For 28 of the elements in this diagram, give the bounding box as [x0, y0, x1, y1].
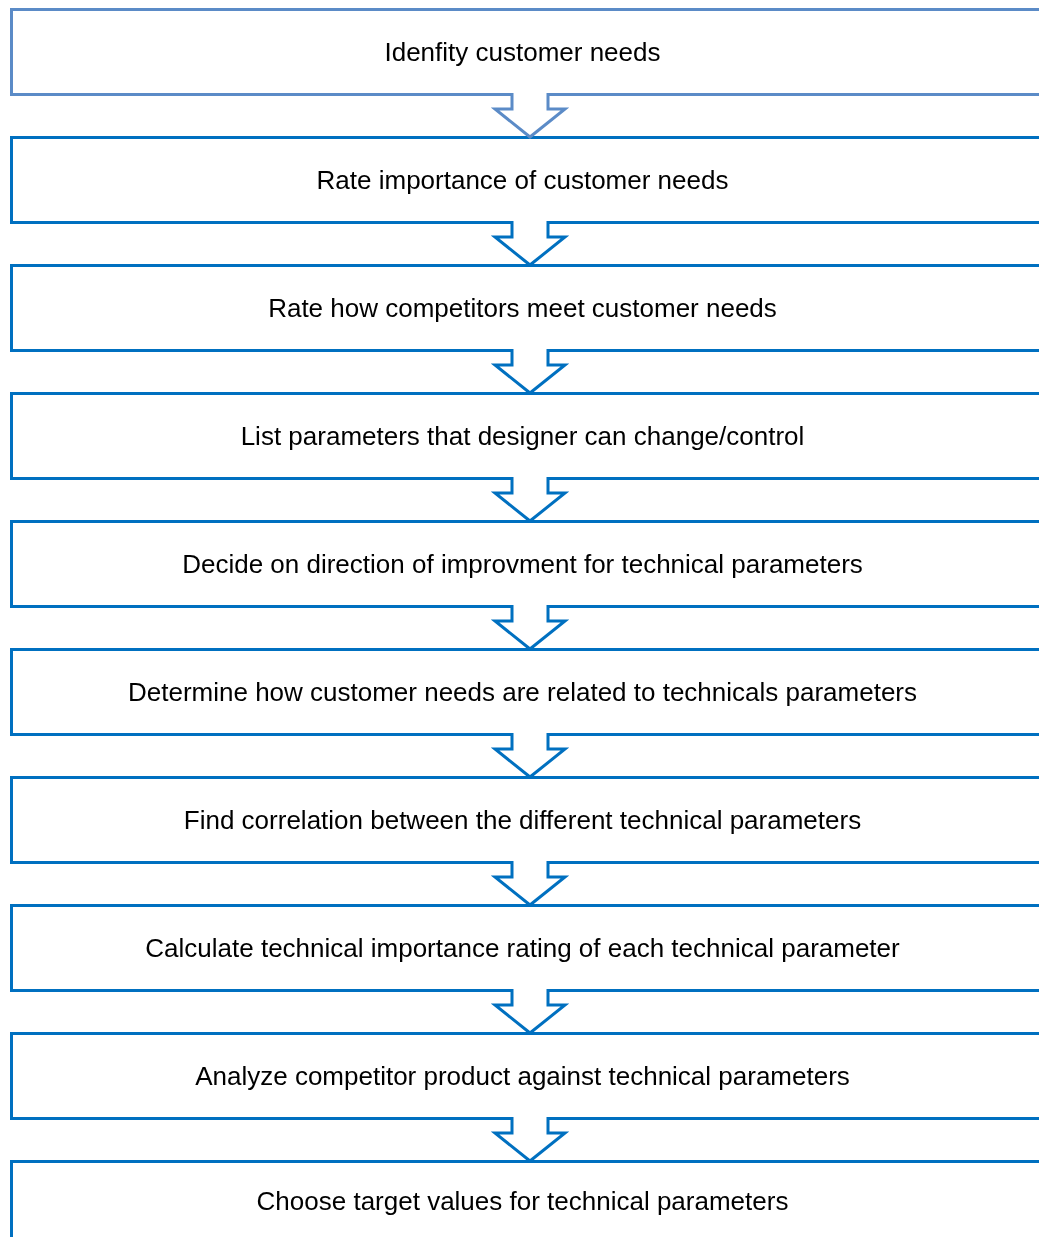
process-box [10, 264, 1039, 352]
step-text: Determine how customer needs are related to technicals parameters [127, 675, 919, 709]
step-text: Idenfity customer needs [384, 35, 662, 69]
chevron-arrow [490, 731, 570, 779]
step-text: Rate how competitors meet customer needs [268, 291, 778, 325]
chevron-arrow [490, 603, 570, 651]
step-text: Choose target values for technical parameters [256, 1185, 790, 1218]
chevron-arrow [490, 1115, 570, 1163]
step-text: Decide on direction of improvment for technical parameters [182, 547, 864, 581]
chevron-arrow [490, 219, 570, 267]
step-text: Analyze competitor product against technical parameters [195, 1059, 851, 1093]
chevron-arrow [490, 859, 570, 907]
chevron-arrow [490, 347, 570, 395]
process-box [10, 136, 1039, 224]
chevron-arrow [490, 475, 570, 523]
step-text: List parameters that designer can change/control [240, 419, 806, 453]
process-box [10, 392, 1039, 480]
process-box [10, 8, 1039, 96]
process-box [10, 904, 1039, 992]
chevron-arrow [490, 987, 570, 1035]
step-text: Find correlation between the different technical parameters [183, 803, 863, 837]
process-box [10, 648, 1039, 736]
process-box [10, 776, 1039, 864]
chevron-arrow [490, 91, 570, 139]
process-box [10, 520, 1039, 608]
step-text: Calculate technical importance rating of each technical parameter [145, 931, 901, 965]
process-box [10, 1032, 1039, 1120]
step-text: Rate importance of customer needs [316, 163, 730, 197]
